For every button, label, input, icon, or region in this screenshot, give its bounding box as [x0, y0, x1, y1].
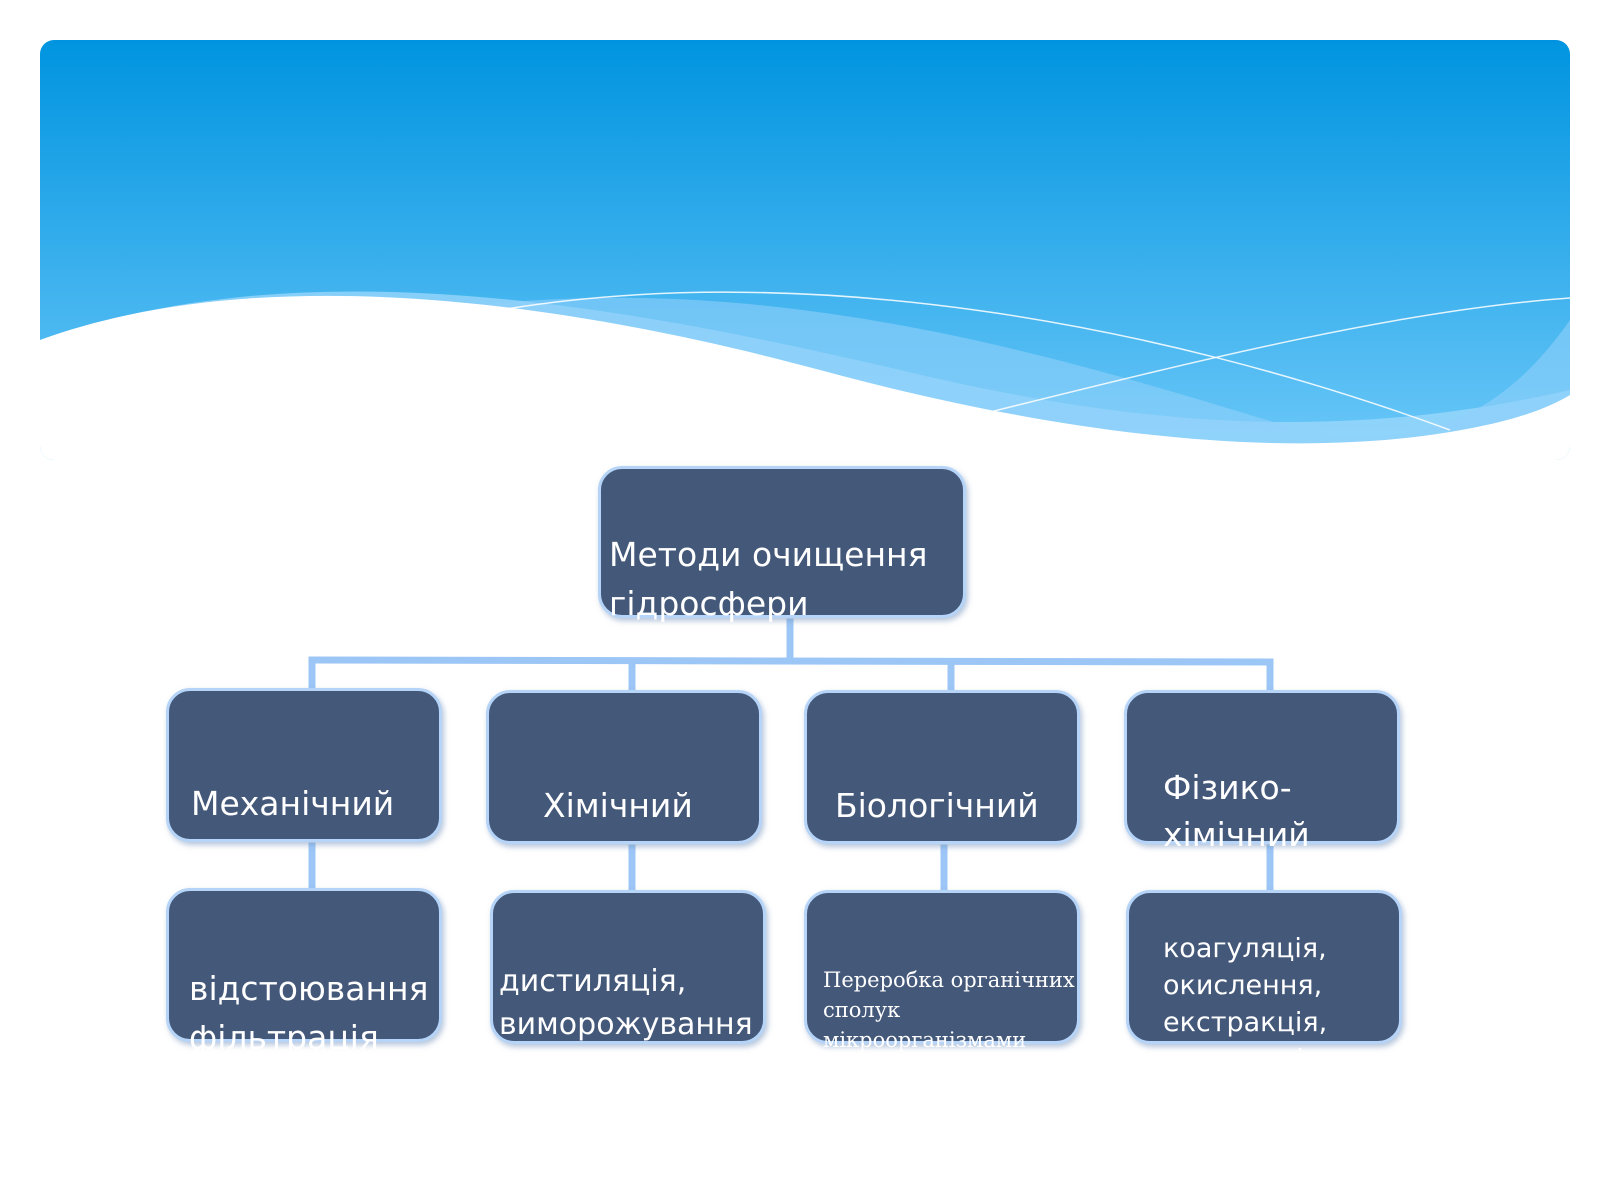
category-node-biological: Біологічний	[804, 690, 1080, 844]
wave-line	[499, 291, 1451, 431]
wave-white	[40, 295, 1570, 460]
category-label: Хімічний	[543, 786, 693, 825]
method-node-chemical: дистиляція, виморожування	[490, 890, 766, 1044]
method-label: дистиляція, виморожування	[499, 964, 753, 1042]
category-node-physico-chemical: Фізико- хімічний	[1124, 690, 1400, 854]
category-label: Фізико- хімічний	[1163, 768, 1310, 854]
category-label: Біологічний	[835, 786, 1039, 825]
method-node-biological: Переробка органічних сполук мікроорганіз…	[804, 890, 1080, 1052]
wave-line	[989, 297, 1570, 413]
category-node-chemical: Хімічний	[486, 690, 762, 844]
connector-horizontal-bus	[308, 656, 1274, 666]
header-banner	[40, 40, 1570, 460]
method-node-mechanical: відстоювання фільтрація	[166, 888, 442, 1057]
method-label: відстоювання фільтрація	[189, 969, 429, 1057]
category-node-mechanical: Механічний	[166, 688, 442, 842]
method-label: Переробка органічних сполук мікроорганіз…	[823, 968, 1075, 1052]
method-node-physico-chemical: коагуляція, окислення, екстракція, елект…	[1126, 890, 1402, 1075]
method-label: коагуляція, окислення, екстракція, елект…	[1163, 933, 1328, 1075]
root-node: Методи очищення гідросфери	[598, 466, 966, 623]
root-node-label: Методи очищення гідросфери	[609, 535, 928, 623]
category-label: Механічний	[191, 784, 395, 823]
